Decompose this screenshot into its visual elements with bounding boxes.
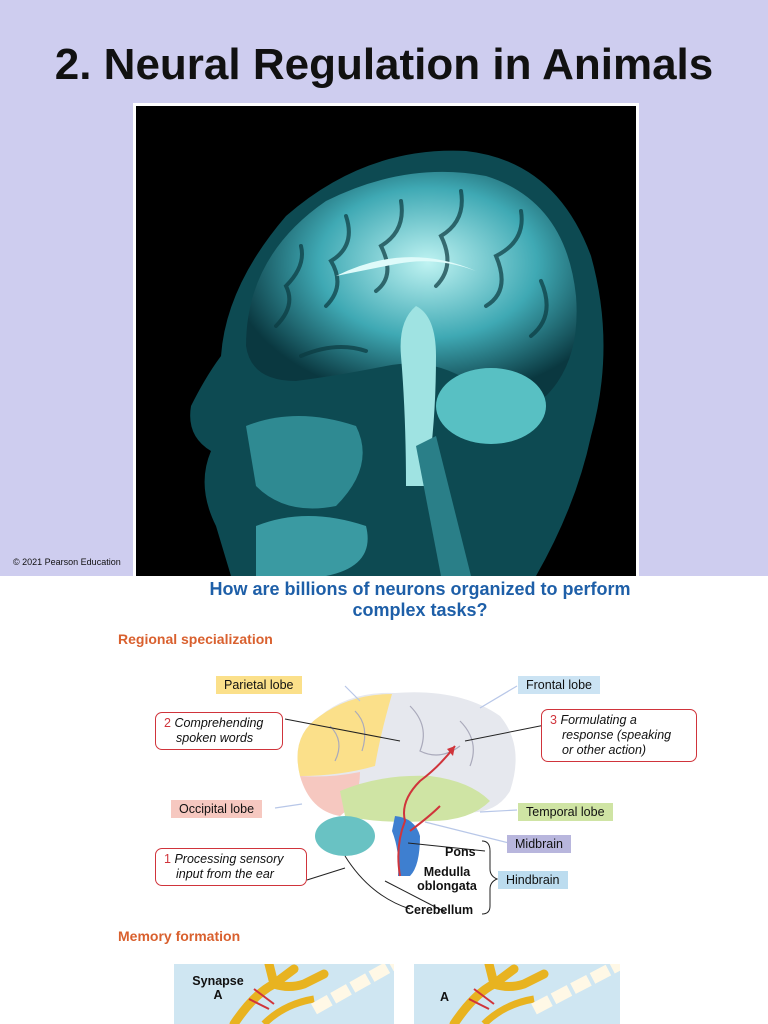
step-3-number: 3 [550,713,557,727]
mri-image-frame [133,103,639,576]
memory-inset-right: A [414,964,620,1024]
neuron-synapse-icon-2 [449,964,620,1024]
figure-question: How are billions of neurons organized to… [209,579,631,620]
neuron-synapse-icon [229,964,394,1024]
slide-title: 2. Neural Regulation in Animals [54,40,714,89]
inset-right-label: A [440,990,450,1004]
label-medulla-line2: oblongata [417,879,477,893]
step-2-line1: Comprehending [174,716,264,730]
step-2-line2: spoken words [176,731,254,745]
label-hindbrain: Hindbrain [498,871,568,889]
memory-inset-left: Synapse A [174,964,394,1024]
mri-brain-image [136,106,636,576]
step-2-number: 2 [164,716,171,730]
label-cerebellum: Cerebellum [405,903,474,917]
memory-heading: Memory formation [118,928,241,944]
step-3-line2: response (speaking [562,728,672,742]
label-medulla-line1: Medulla [423,865,471,879]
step-1-line2: input from the ear [176,867,274,881]
copyright-note: © 2021 Pearson Education [13,557,121,567]
label-medulla: Medulla oblongata [412,865,482,893]
step-1-line1: Processing sensory [174,852,284,866]
step-1-box: 1 Processing sensory input from the ear [155,848,307,886]
step-3-line1: Formulating a [560,713,637,727]
label-occipital-lobe: Occipital lobe [171,800,263,818]
step-3-line3: or other action) [562,743,647,757]
label-parietal-lobe: Parietal lobe [216,676,302,694]
step-2-box: 2 Comprehending spoken words [155,712,283,750]
brain-diagram-icon [274,685,556,915]
slide-header-area: 2. Neural Regulation in Animals [0,0,768,576]
synapse-label-line1: Synapse [192,974,244,988]
mri-brain-icon [190,150,604,576]
label-midbrain: Midbrain [507,835,571,853]
synapse-label: Synapse A [188,974,248,1002]
figure-panel: How are billions of neurons organized to… [0,576,768,1024]
label-pons: Pons [445,845,476,859]
step-3-box: 3 Formulating a response (speaking or ot… [541,709,697,762]
synapse-label-line2: A [213,988,223,1002]
regional-heading: Regional specialization [118,631,273,647]
label-temporal-lobe: Temporal lobe [518,803,613,821]
label-frontal-lobe: Frontal lobe [518,676,601,694]
step-1-number: 1 [164,852,171,866]
